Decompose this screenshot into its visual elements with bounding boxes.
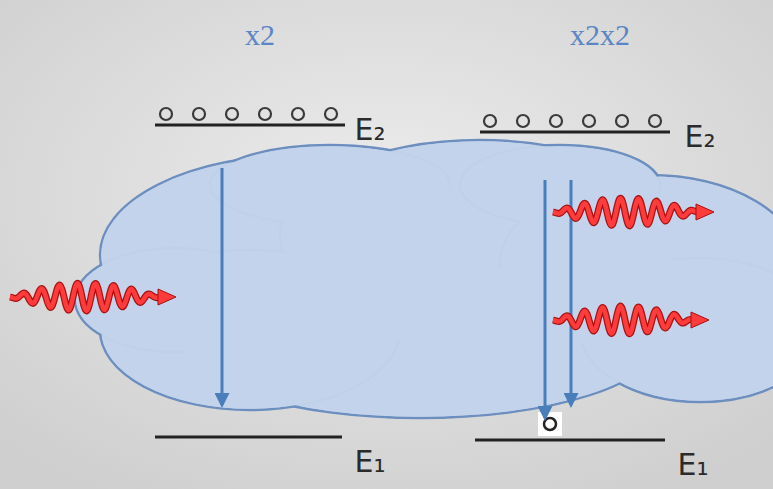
photon-arrowhead xyxy=(691,312,709,328)
atoms xyxy=(160,108,661,127)
transition-arrows xyxy=(222,168,571,418)
atom-patch xyxy=(538,412,562,436)
photon xyxy=(10,283,176,310)
energy-levels xyxy=(155,125,670,440)
cloud-fill xyxy=(211,146,449,224)
atom xyxy=(226,108,238,120)
transition-arrow xyxy=(544,180,547,418)
atom xyxy=(484,115,496,127)
level-label: E₁ xyxy=(355,447,386,477)
atom xyxy=(517,115,529,127)
photon xyxy=(553,198,714,226)
atom xyxy=(616,115,628,127)
lower-level xyxy=(475,439,665,442)
photon-wave-edge xyxy=(553,198,697,226)
upper-level xyxy=(480,131,670,134)
cloud xyxy=(75,140,773,418)
lower-level xyxy=(155,436,342,439)
count-label: x2x2 xyxy=(570,20,630,50)
upper-level xyxy=(155,124,345,127)
photon-arrowhead xyxy=(158,289,176,305)
atom xyxy=(325,108,337,120)
level-label: E₂ xyxy=(685,122,716,152)
atom xyxy=(649,115,661,127)
photon-wave-edge xyxy=(553,306,693,333)
level-label: E₁ xyxy=(678,450,709,480)
transition-arrow xyxy=(221,168,224,405)
atom xyxy=(550,115,562,127)
atom xyxy=(292,108,304,120)
photon-wave xyxy=(553,198,697,226)
photon-wave-edge xyxy=(10,283,160,310)
atom xyxy=(259,108,271,120)
atom xyxy=(544,418,556,430)
photon-wave xyxy=(10,283,160,310)
photon-arrowhead xyxy=(696,204,714,220)
atom xyxy=(160,108,172,120)
level-label: E₂ xyxy=(355,115,386,145)
photon xyxy=(553,306,709,333)
atom xyxy=(193,108,205,120)
count-label: x2 xyxy=(245,20,275,50)
atom xyxy=(583,115,595,127)
photons xyxy=(10,198,714,333)
photon-wave xyxy=(553,306,693,333)
